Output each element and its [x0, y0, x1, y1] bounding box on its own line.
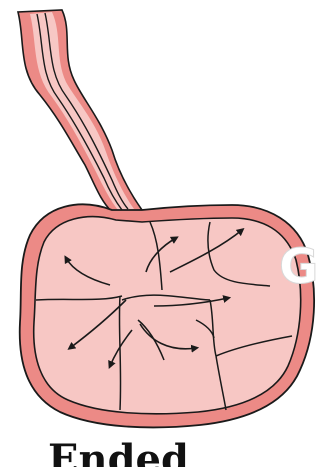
overlay-glyph-label: G: [279, 238, 328, 298]
duct: [18, 10, 142, 212]
gland-inner-lumen: [34, 217, 301, 414]
figure-caption: Ended: [48, 438, 248, 467]
